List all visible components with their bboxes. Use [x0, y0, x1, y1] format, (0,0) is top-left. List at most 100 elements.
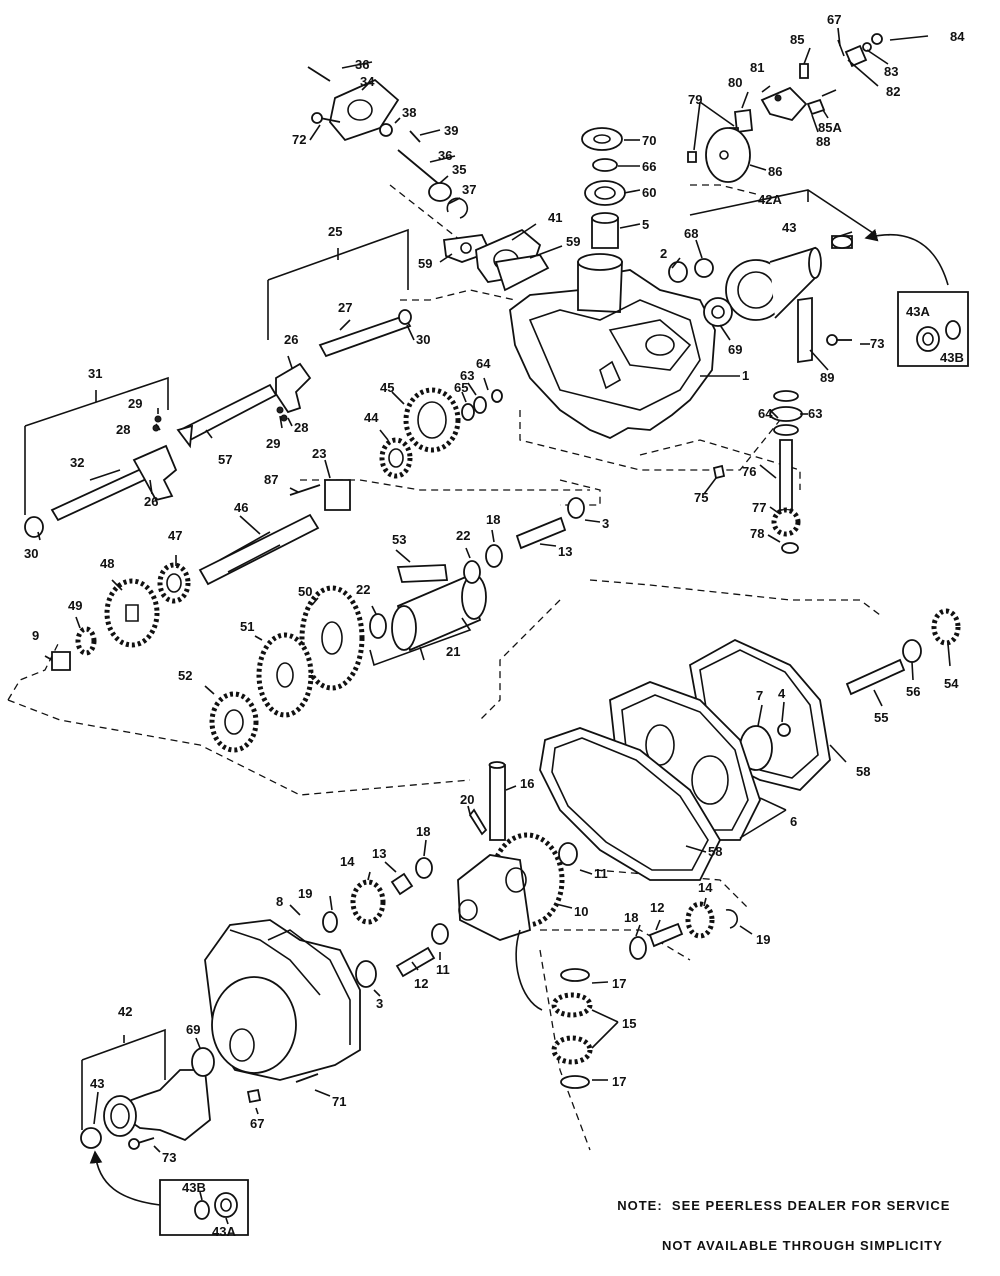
callout-84: 84	[950, 29, 965, 44]
callout-76: 76	[742, 464, 756, 479]
callout-27: 27	[338, 300, 352, 315]
callout-85a: 85A	[818, 120, 842, 135]
callout-46: 46	[234, 500, 248, 515]
callout-45: 45	[380, 380, 394, 395]
callout-77: 77	[752, 500, 766, 515]
callout-75: 75	[694, 490, 708, 505]
callout-82: 82	[886, 84, 900, 99]
callout-14-left: 14	[340, 854, 355, 869]
countershaft-group	[51, 513, 320, 671]
callout-55: 55	[874, 710, 888, 725]
callout-8: 8	[276, 894, 283, 909]
callout-88: 88	[816, 134, 830, 149]
callout-71: 71	[332, 1094, 346, 1109]
callout-63-right: 63	[808, 406, 822, 421]
callout-68: 68	[684, 226, 698, 241]
callout-59-right: 59	[566, 234, 580, 249]
callout-23: 23	[312, 446, 326, 461]
callout-21: 21	[446, 644, 460, 659]
callout-73-bottom: 73	[162, 1150, 176, 1165]
callout-18-top: 18	[486, 512, 500, 527]
callout-50: 50	[298, 584, 312, 599]
spur-gears	[209, 585, 365, 753]
callout-16: 16	[520, 776, 534, 791]
callout-3-top: 3	[602, 516, 609, 531]
callout-58-right: 58	[856, 764, 870, 779]
callout-30-top: 30	[416, 332, 430, 347]
gaskets-and-covers	[539, 638, 831, 881]
callout-52: 52	[178, 668, 192, 683]
callout-83: 83	[884, 64, 898, 79]
callout-30-left: 30	[24, 546, 38, 561]
callout-42a: 42A	[758, 192, 782, 207]
callout-4: 4	[778, 686, 786, 701]
callout-37: 37	[462, 182, 476, 197]
callout-26-top: 26	[284, 332, 298, 347]
callout-43b-upper: 43B	[940, 350, 964, 365]
leader-lines	[37, 27, 951, 1225]
axle-housing-42	[80, 1047, 215, 1150]
callout-47: 47	[168, 528, 182, 543]
callout-25: 25	[328, 224, 342, 239]
callout-43-top: 43	[782, 220, 796, 235]
callout-86: 86	[768, 164, 782, 179]
callout-53: 53	[392, 532, 406, 547]
callout-18-right: 18	[624, 910, 638, 925]
callout-67-bottom: 67	[250, 1116, 264, 1131]
callout-60: 60	[642, 185, 656, 200]
callout-70: 70	[642, 133, 656, 148]
callout-48: 48	[100, 556, 114, 571]
callout-67: 67	[827, 12, 841, 27]
callout-20: 20	[460, 792, 474, 807]
callout-65: 65	[454, 380, 468, 395]
callout-39: 39	[444, 123, 458, 138]
callout-28-left: 28	[116, 422, 130, 437]
service-note-line2: NOT AVAILABLE THROUGH SIMPLICITY	[662, 1238, 943, 1253]
output-pinion-group	[845, 608, 961, 696]
callout-36-mid: 36	[438, 148, 452, 163]
shift-linkage-parts	[687, 33, 883, 183]
callout-64-mid: 64	[476, 356, 491, 371]
callout-12-left: 12	[414, 976, 428, 991]
callout-69-top: 69	[728, 342, 742, 357]
shift-shafts-forks	[24, 309, 412, 538]
callout-58-bottom: 58	[708, 844, 722, 859]
callout-3-bottom: 3	[376, 996, 383, 1011]
callout-49: 49	[68, 598, 82, 613]
shift-lever-housing	[307, 66, 550, 292]
callout-36-top: 36	[355, 57, 369, 72]
differential-assembly	[322, 761, 739, 1089]
callout-22-bottom: 22	[356, 582, 370, 597]
callout-11-right: 11	[594, 866, 608, 881]
callout-64-right: 64	[758, 406, 773, 421]
callout-26-left: 26	[144, 494, 158, 509]
callout-89: 89	[820, 370, 834, 385]
callout-44: 44	[364, 410, 379, 425]
callout-51: 51	[240, 619, 254, 634]
callout-35: 35	[452, 162, 466, 177]
group-brackets	[24, 189, 877, 1130]
callout-5: 5	[642, 217, 649, 232]
callout-2: 2	[660, 246, 667, 261]
callout-85: 85	[790, 32, 804, 47]
callout-32: 32	[70, 455, 84, 470]
callout-34: 34	[360, 74, 375, 89]
seal-inset-lower	[89, 1150, 249, 1236]
callout-57: 57	[218, 452, 232, 467]
callout-11-left: 11	[436, 962, 450, 977]
callout-69-bottom: 69	[186, 1022, 200, 1037]
callout-13-top: 13	[558, 544, 572, 559]
callout-72: 72	[292, 132, 306, 147]
callout-43b-lower: 43B	[182, 1180, 206, 1195]
main-case	[509, 253, 716, 439]
callout-80: 80	[728, 75, 742, 90]
callout-56: 56	[906, 684, 920, 699]
callout-43a-upper: 43A	[906, 304, 930, 319]
callout-13-mid: 13	[372, 846, 386, 861]
callout-79: 79	[688, 92, 702, 107]
callout-15: 15	[622, 1016, 636, 1031]
callout-87: 87	[264, 472, 278, 487]
callout-59-left: 59	[418, 256, 432, 271]
callout-19-right: 19	[756, 932, 770, 947]
